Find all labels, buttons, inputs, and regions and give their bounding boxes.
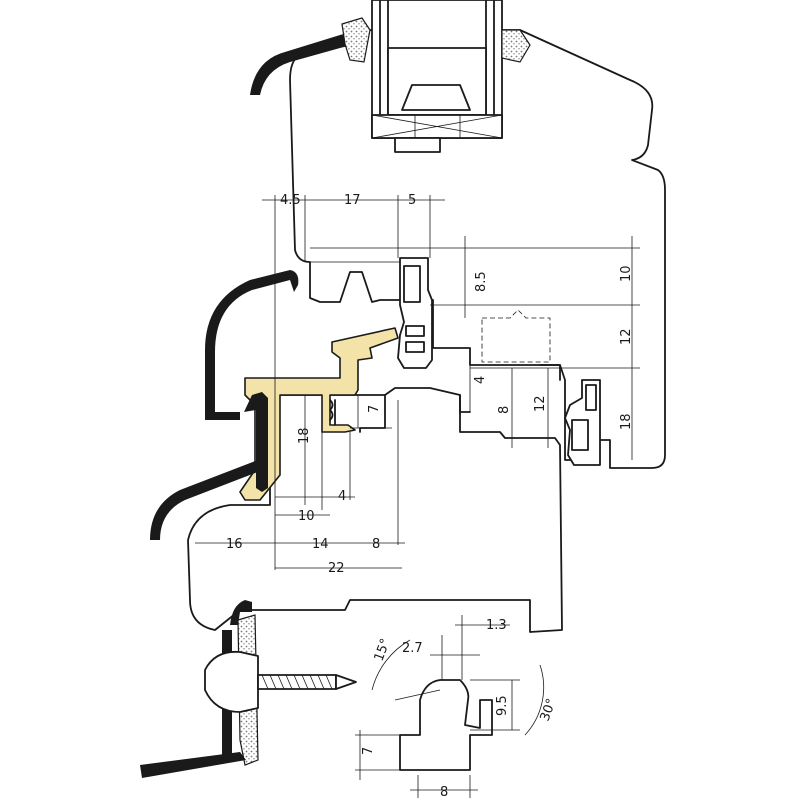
dim-adapter-18: 18: [297, 427, 312, 444]
dim-mid-4: 4: [473, 376, 488, 384]
dim-right-12: 12: [619, 328, 634, 345]
dim-bottom-22: 22: [328, 561, 345, 576]
dim-adapter-4: 4: [338, 489, 346, 504]
outer-cover-profile: [150, 270, 299, 540]
dim-bottom-16: 16: [226, 537, 243, 552]
detail-dim-7: 7: [361, 747, 376, 755]
dim-bottom-8: 8: [372, 537, 380, 552]
screw-icon: [204, 650, 357, 713]
dim-top-5: 5: [408, 193, 416, 208]
detail-dim-1-3: 1.3: [486, 618, 507, 633]
dim-adapter-10: 10: [298, 509, 315, 524]
detail-dim-8: 8: [440, 785, 448, 800]
detail-dim-2-7: 2.7: [402, 641, 423, 656]
dim-right-8-5: 8.5: [474, 271, 489, 292]
detail-dim-9-5: 9.5: [495, 695, 510, 716]
dim-bottom-14: 14: [312, 537, 329, 552]
dim-mid-8: 8: [497, 406, 512, 414]
frame-stop-gasket-right: [564, 379, 601, 466]
dim-right-18: 18: [619, 413, 634, 430]
dim-right-10: 10: [619, 265, 634, 282]
dimension-lines: [195, 195, 640, 570]
dim-top-17: 17: [344, 193, 361, 208]
sash-center-gasket: [397, 257, 433, 369]
glass-unit: [371, 0, 503, 153]
dim-adapter-7: 7: [367, 405, 382, 413]
glazing-bead-left: [250, 17, 371, 95]
adapter-profile: [239, 327, 399, 501]
dimension-labels: 4.5 17 5 8.5 10 12 18 4 8 12 7 18 4 10 1…: [226, 193, 634, 800]
sash-profile: [289, 29, 666, 469]
glazing-seal-right: [501, 29, 531, 63]
frame-profile: [187, 364, 563, 633]
dim-top-4-5: 4.5: [280, 193, 301, 208]
detail-angle-30: 30°: [538, 697, 560, 724]
dim-mid-12: 12: [533, 395, 548, 412]
edge-detail: [355, 615, 545, 798]
detail-angle-15: 15°: [372, 637, 394, 664]
